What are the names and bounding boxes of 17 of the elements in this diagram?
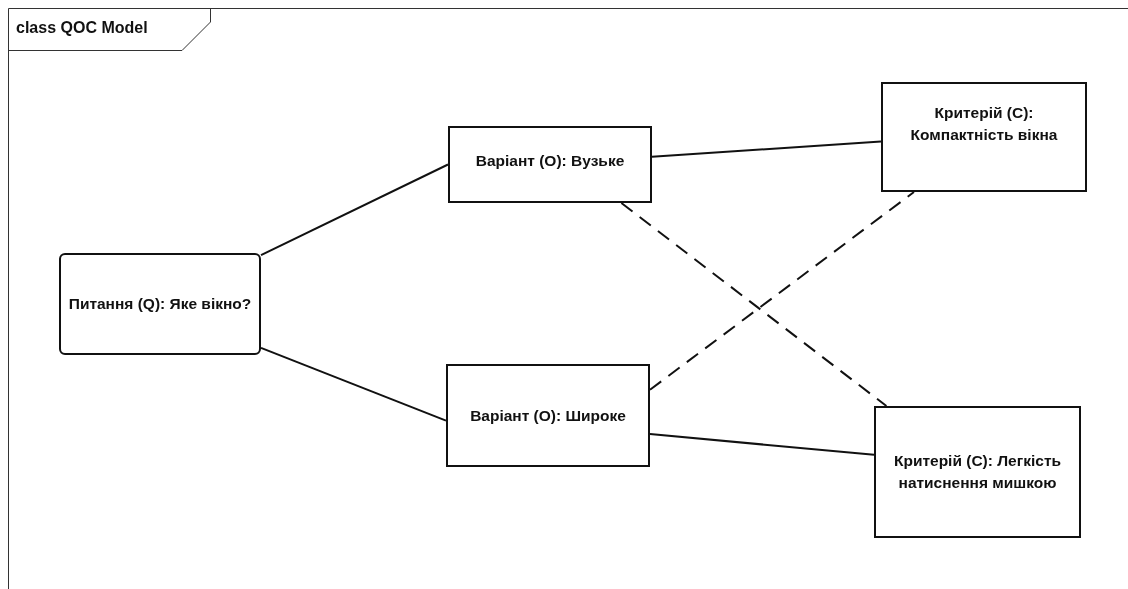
class-box [881, 82, 1087, 192]
connector [649, 433, 875, 456]
connector [651, 140, 882, 158]
question-box [59, 253, 261, 355]
class-box [448, 126, 652, 203]
frame-title: class QOC Model [16, 19, 148, 37]
node-label: Варіант (O): Вузьке [475, 151, 625, 171]
node-label: Питання (Q): Яке вікно? [68, 294, 252, 314]
node-label: Критерій (C): Компактність вікна [909, 103, 1059, 145]
node-label: Критерій (C): Легкість натиснення мишкою [893, 451, 1062, 493]
connector [260, 163, 449, 257]
class-box [874, 406, 1081, 538]
dashed-connector [649, 191, 915, 391]
connector [260, 346, 447, 422]
class-box [446, 364, 650, 467]
dashed-connector [620, 202, 888, 407]
node-label: Варіант (O): Широке [470, 405, 626, 426]
